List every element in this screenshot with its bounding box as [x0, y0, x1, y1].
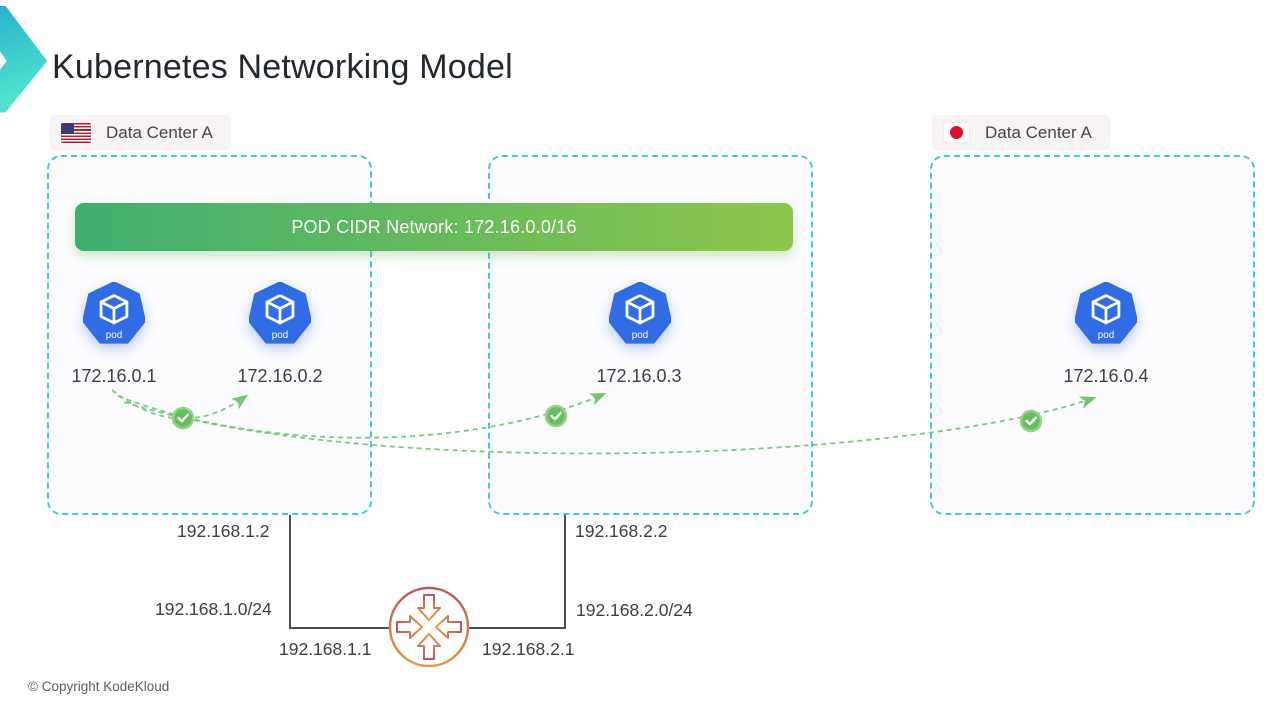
pod-1: pod — [83, 282, 145, 346]
node2-link-line — [467, 515, 566, 629]
pod-icon-label: pod — [272, 330, 288, 341]
chevron-logo-icon — [0, 6, 47, 113]
pod-ip-label-4: 172.16.0.4 — [1063, 366, 1149, 386]
kubernetes-pod-icon: pod — [83, 282, 145, 344]
pod-4: pod — [1075, 282, 1137, 346]
datacenter-left-text: Data Center A — [106, 122, 213, 142]
cube-glyph — [265, 294, 295, 325]
pod-2: pod — [249, 282, 311, 346]
pod-ip-label-2: 172.16.0.2 — [237, 366, 323, 386]
page-title: Kubernetes Networking Model — [52, 48, 513, 86]
kubernetes-pod-icon: pod — [1075, 282, 1137, 344]
us-flag-icon — [61, 122, 91, 143]
pod-3: pod — [609, 282, 671, 346]
router-port2-label: 192.168.2.1 — [482, 639, 575, 659]
datacenter-label-right: Data Center A — [932, 115, 1110, 150]
router-icon — [388, 586, 470, 668]
cube-glyph — [99, 294, 129, 325]
pod-icon-label: pod — [106, 330, 122, 341]
network1-cidr-label: 192.168.1.0/24 — [155, 599, 272, 619]
datacenter-right-text: Data Center A — [985, 122, 1092, 142]
network2-cidr-label: 192.168.2.0/24 — [576, 600, 693, 620]
router-port1-label: 192.168.1.1 — [279, 639, 372, 659]
node2-ip-label: 192.168.2.2 — [575, 521, 668, 541]
pod-icon-label: pod — [1098, 330, 1114, 341]
cube-glyph — [1091, 294, 1121, 325]
copyright-text: © Copyright KodeKloud — [28, 679, 170, 694]
node1-link-line — [289, 515, 391, 629]
pod-ip-label-1: 172.16.0.1 — [71, 366, 157, 386]
pod-cidr-banner-text: POD CIDR Network: 172.16.0.0/16 — [291, 216, 577, 237]
datacenter-label-left: Data Center A — [50, 115, 231, 150]
kubernetes-pod-icon: pod — [249, 282, 311, 344]
node1-ip-label: 192.168.1.2 — [177, 521, 270, 541]
pod-cidr-banner: POD CIDR Network: 172.16.0.0/16 — [75, 203, 793, 251]
node-network-links — [289, 515, 566, 629]
pod-ip-label-3: 172.16.0.3 — [596, 366, 682, 386]
cube-glyph — [625, 294, 655, 325]
japan-flag-icon — [943, 122, 970, 143]
kubernetes-pod-icon: pod — [609, 282, 671, 344]
pod-icon-label: pod — [632, 330, 648, 341]
